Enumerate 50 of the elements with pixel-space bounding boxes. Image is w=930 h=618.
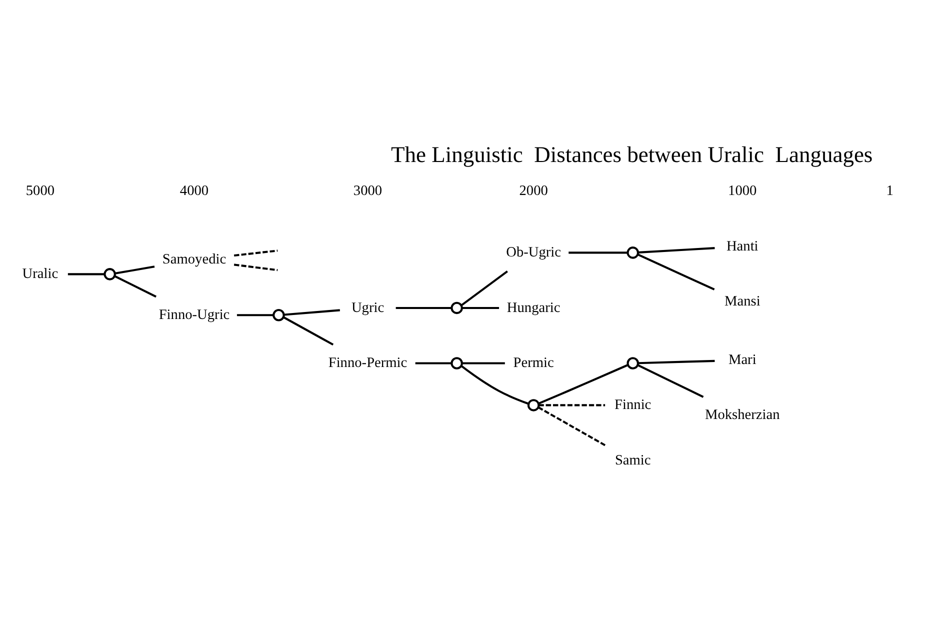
label: 3000 xyxy=(353,182,382,199)
connector xyxy=(396,306,452,308)
connector xyxy=(638,364,704,398)
label: 2000 xyxy=(519,182,548,199)
node-text: Mansi xyxy=(724,293,760,310)
diagram-title: The Linguistic Distances between Uralic Languages xyxy=(390,142,873,167)
node-text: Ugric xyxy=(351,299,384,316)
connector xyxy=(462,306,500,308)
node-circle xyxy=(450,356,463,369)
node-circle xyxy=(450,301,463,314)
connector xyxy=(115,265,155,274)
node-circle xyxy=(272,308,285,321)
connector xyxy=(415,362,452,364)
connector xyxy=(460,270,508,306)
connector xyxy=(638,246,715,253)
node-text: Ob-Ugric xyxy=(506,244,562,260)
node-circle xyxy=(626,246,640,258)
label: 1000 xyxy=(728,182,757,199)
connector xyxy=(538,406,606,446)
node-circle xyxy=(626,356,640,369)
connector xyxy=(568,251,628,254)
connector xyxy=(282,316,334,346)
label: 5000 xyxy=(26,182,55,199)
node-text: Samic xyxy=(614,452,651,468)
node-text: Hanti xyxy=(726,238,758,254)
connector xyxy=(538,364,628,404)
node-text: Finno-Ugric xyxy=(158,306,230,322)
node-circle xyxy=(527,398,540,411)
connector xyxy=(638,253,715,290)
node-text: Mari xyxy=(728,351,756,368)
connector xyxy=(234,263,278,271)
connector xyxy=(462,362,505,364)
connector xyxy=(538,404,606,406)
connector xyxy=(114,274,156,298)
connector xyxy=(284,308,340,316)
label: 1 xyxy=(886,182,894,199)
connector xyxy=(68,272,105,275)
connector xyxy=(236,314,274,316)
label: 4000 xyxy=(180,182,209,199)
node-text: Samoyedic xyxy=(162,251,226,268)
connector xyxy=(638,359,715,364)
node-text: Finnic xyxy=(614,396,652,412)
connector xyxy=(234,249,278,256)
node-circle xyxy=(104,268,116,280)
node-text: Uralic xyxy=(22,265,58,282)
node-text: Finno-Permic xyxy=(328,354,408,371)
connector xyxy=(460,364,529,404)
node-text: Moksherzian xyxy=(704,406,780,423)
node-text: Hungaric xyxy=(506,299,560,316)
node-text: Permic xyxy=(513,354,554,371)
